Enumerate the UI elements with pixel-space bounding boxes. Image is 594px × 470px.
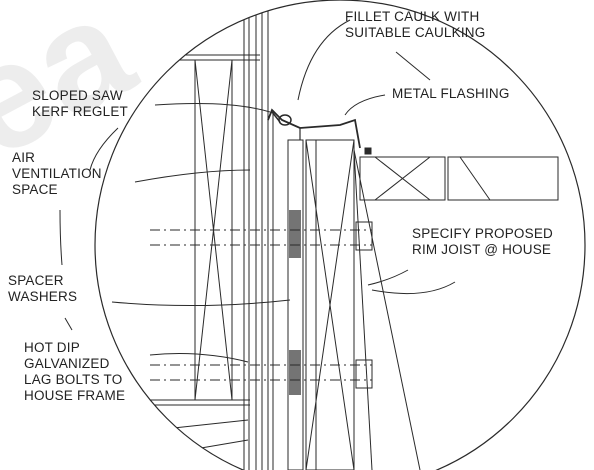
detail-circle [94,0,586,470]
label-metal-flashing: METAL FLASHING [392,86,510,101]
wall-sheathing-layers [243,0,274,470]
metal-flashing [267,108,372,155]
spacer-washers-lower [289,350,301,395]
rim-joist [287,139,304,470]
deck-joist [353,149,421,470]
bolt-heads [355,221,373,389]
spacer-washers-upper [289,210,301,258]
blocking [359,156,559,201]
leader-lines [59,19,456,363]
lag-bolts [150,229,372,381]
reglet-caulk [271,111,292,126]
ledger-board [305,139,355,470]
